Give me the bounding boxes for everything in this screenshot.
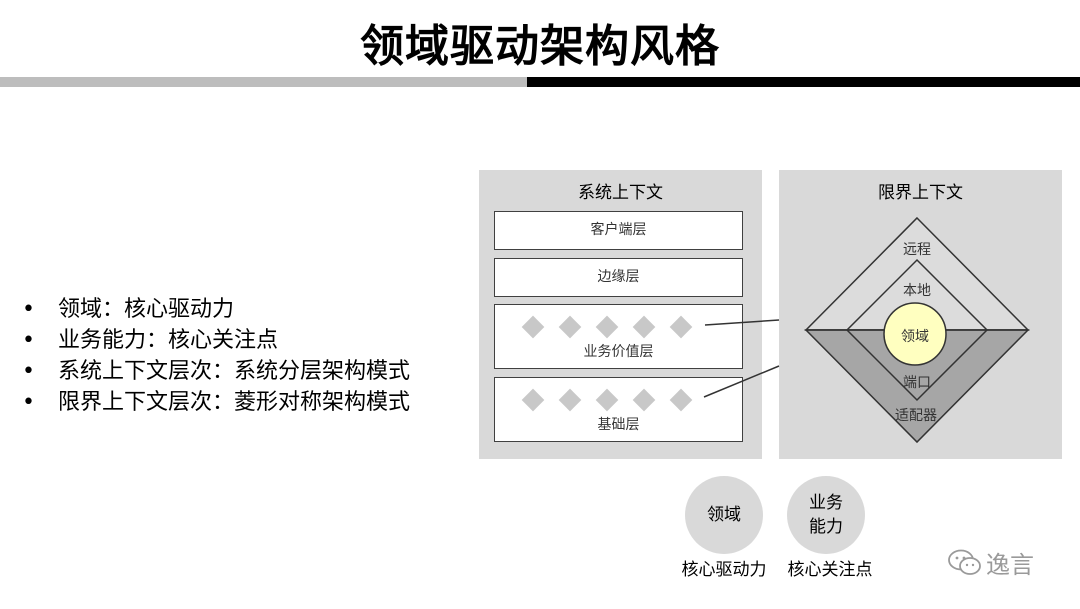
domain-circle: 领域	[685, 476, 763, 554]
foundation-layer: 基础层	[494, 377, 743, 442]
client-layer: 客户端层	[494, 211, 743, 250]
watermark: 逸言	[948, 545, 1034, 583]
business-capability-circle: 业务 能力	[787, 476, 865, 554]
domain-core-label: 领域	[901, 329, 929, 345]
bullet-text: 业务能力：核心关注点	[58, 328, 279, 353]
bullet-dot: •	[22, 328, 35, 353]
business-value-layer: 业务价值层	[494, 304, 743, 369]
foundation-layer-label: 基础层	[597, 417, 640, 433]
business-capability-circle-label: 业务 能力	[809, 493, 843, 537]
page-title: 领域驱动架构风格	[360, 21, 720, 72]
business-value-layer-label: 业务价值层	[583, 344, 654, 360]
bullet-dot: •	[22, 390, 35, 415]
business-capability-caption: 核心关注点	[787, 560, 873, 580]
title-underline-dark	[527, 77, 1080, 87]
connector-line	[704, 319, 780, 326]
bullet-text: 系统上下文层次：系统分层架构模式	[58, 359, 411, 384]
domain-circle-label: 领域	[707, 505, 741, 525]
bullet-item: • 领域：核心驱动力	[18, 294, 410, 325]
remote-label: 远程	[903, 242, 931, 258]
bounded-context-title: 限界上下文	[878, 183, 963, 203]
inner-diamond	[845, 258, 989, 402]
connector-line	[703, 365, 780, 398]
bullet-item: • 限界上下文层次：菱形对称架构模式	[18, 387, 410, 418]
bullet-list: •领域：核心驱动力 •业务能力：核心关注点 •系统上下文层次：系统分层架构模式 …	[18, 294, 410, 418]
bullet-item: • 系统上下文层次：系统分层架构模式	[18, 356, 410, 387]
edge-layer: 边缘层	[494, 258, 743, 297]
bullet-text: 限界上下文层次：菱形对称架构模式	[58, 390, 411, 415]
system-context-title: 系统上下文	[578, 183, 663, 203]
domain-core-circle	[883, 302, 947, 366]
adapter-label: 适配器	[895, 408, 937, 424]
bullet-dot: •	[22, 359, 35, 384]
domain-caption: 核心驱动力	[681, 560, 767, 580]
wechat-icon	[948, 549, 982, 583]
bullet-text: 领域：核心驱动力	[58, 297, 235, 322]
watermark-text: 逸言	[986, 551, 1034, 579]
bullet-dot: •	[22, 297, 35, 322]
bullet-item: • 业务能力：核心关注点	[18, 325, 410, 356]
port-label: 端口	[903, 375, 931, 391]
local-label: 本地	[903, 283, 931, 299]
title-underline-light	[0, 77, 527, 87]
